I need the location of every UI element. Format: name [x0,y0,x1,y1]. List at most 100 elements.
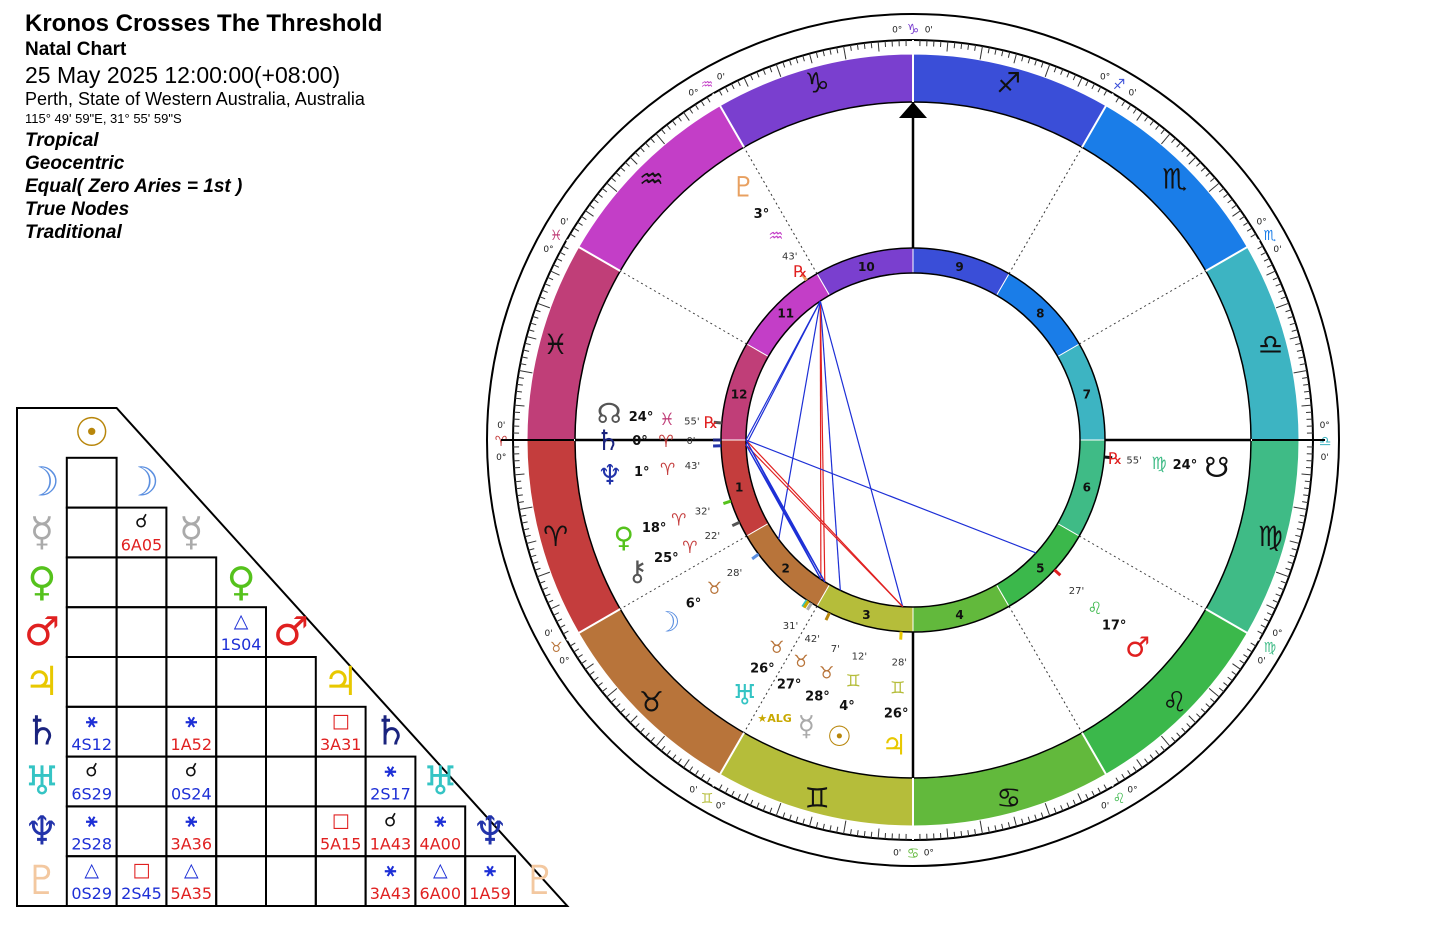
planet-marker-north-node [713,420,722,425]
degree-tick [1115,777,1120,784]
house-cusp-line [620,270,747,345]
house-segment-10 [816,247,914,297]
planet-minute-venus: 32' [695,507,710,518]
aspect-orb-label: 4S12 [71,735,112,754]
degree-tick [610,698,616,703]
degree-tick [815,51,819,58]
degree-tick [788,814,792,821]
degree-tick [782,812,786,819]
degree-tick [1160,133,1171,145]
degree-tick [808,816,813,827]
degree-tick [1301,404,1312,407]
outer-cusp-degree: 0° [1257,217,1267,227]
degree-tick [1007,51,1011,58]
aspect-orb-label: 0S24 [171,785,212,804]
aspect-symbol: △ [234,610,249,632]
degree-tick [1275,302,1290,309]
degree-tick [1287,561,1294,565]
degree-tick [1223,193,1229,198]
degree-tick [1105,774,1114,787]
planet-sign-saturn: ♈ [658,432,673,452]
aspect-symbol: ⚹ [86,710,98,732]
degree-tick [1007,822,1011,829]
degree-tick [1266,612,1273,616]
aspect-grid-diagonal-glyph: ♃ [323,659,359,705]
degree-tick [624,161,630,167]
sign-segment-cancer [912,732,1107,827]
aspect-symbol: ⚹ [186,710,198,732]
degree-tick [808,53,813,64]
degree-tick [1295,534,1302,538]
degree-tick [1232,663,1241,670]
degree-tick [1250,642,1257,647]
aspect-grid-row-glyph: ☿ [30,510,55,556]
aspect-symbol: ☌ [384,809,397,831]
degree-tick [1218,187,1225,193]
degree-tick [1298,521,1305,524]
outer-cusp-glyph: ♎ [1319,434,1332,450]
planet-degree-mercury: 28° [805,690,830,705]
degree-tick [677,758,682,764]
degree-tick [683,759,690,768]
degree-tick [1299,514,1306,517]
aspect-orb-label: 2S45 [121,884,162,903]
outer-cusp-glyph: ♐ [1113,77,1126,93]
sign-glyph-gemini: ♊ [805,781,830,814]
degree-tick [601,687,608,693]
degree-tick [1260,624,1267,629]
degree-tick [650,137,655,143]
degree-tick [1127,104,1132,110]
degree-tick [1208,182,1220,193]
house-segment-2 [746,522,831,607]
planet-minute-mars: 27' [1069,586,1084,597]
degree-tick [1210,698,1216,703]
house-number-5: 5 [1036,561,1044,575]
outer-cusp-glyph: ♋ [907,846,920,862]
degree-tick [967,43,970,50]
degree-tick [1275,593,1282,597]
house-number-1: 1 [735,481,743,495]
aspect-grid-diagonal-glyph: ☿ [179,510,204,556]
degree-tick [749,799,754,806]
degree-tick [1231,204,1237,209]
mc-arrow [899,102,927,118]
outer-cusp-degree: 0° [1127,786,1137,796]
degree-tick [666,750,671,756]
degree-tick [1239,215,1245,221]
aspect-orb-label: 3A43 [370,884,411,903]
aspect-grid-row-glyph: ♇ [24,858,60,904]
planet-sign-neptune: ♈ [660,460,675,480]
planet-marker-south-node [1104,455,1113,460]
degree-tick [700,100,705,107]
sign-glyph-libra: ♎ [1258,328,1283,361]
option-zodiac: Tropical [25,130,99,152]
degree-tick [1196,161,1202,167]
degree-tick [1304,480,1311,483]
planet-glyph-sun: ☉ [827,720,852,753]
degree-tick [1289,540,1300,545]
planet-glyph-jupiter: ♃ [882,728,907,761]
sign-segment-gemini [719,732,914,827]
degree-tick [775,802,782,817]
house-cusp-line [1008,606,1083,733]
aspect-orb-label: 3A31 [320,735,361,754]
degree-tick [953,42,956,49]
degree-tick [843,45,847,60]
degree-tick [974,829,977,836]
degree-tick [1001,823,1004,830]
degree-tick [987,826,990,833]
option-nodes: True Nodes [25,198,130,220]
degree-tick [634,723,640,729]
degree-tick [1303,383,1310,386]
degree-tick [1188,715,1197,724]
planet-minute-uranus: 31' [783,621,798,632]
degree-tick [1272,599,1279,604]
planet-minute-mercury: 7' [831,644,840,655]
degree-tick [737,80,741,87]
aspect-grid-diagonal-glyph: ♇ [522,858,558,904]
aspect-symbol: △ [84,859,99,881]
house-cusp-line [1008,147,1083,274]
sign-divider [712,93,745,148]
degree-tick [1027,57,1031,64]
aspect-grid-row-glyph: ♃ [24,659,60,705]
